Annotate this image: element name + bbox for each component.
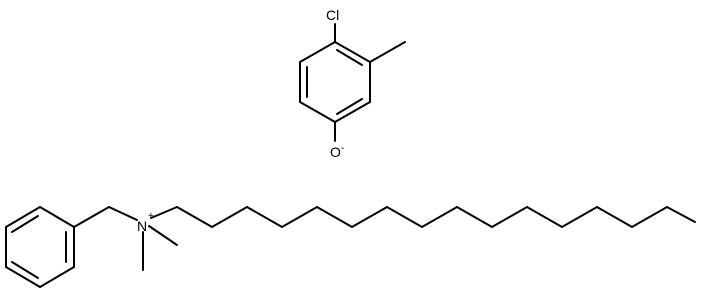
- hexadecyl-chain: [176, 205, 696, 229]
- n-chain-bond: [150, 206, 178, 219]
- oxygen-charge: -: [341, 143, 344, 154]
- benzyl-double-bond-top: [11, 215, 39, 233]
- ring-double-bond-bottom: [336, 98, 363, 115]
- phenolate-ring: [299, 41, 371, 123]
- ring-bond-6: [299, 41, 336, 63]
- oxygen-label: O: [330, 144, 341, 160]
- ammonium-molecule: N +: [5, 205, 696, 288]
- ring-bond-4: [299, 101, 336, 123]
- ring-bond-1: [334, 41, 371, 63]
- chlorine-label: Cl: [326, 7, 339, 23]
- phenolate-molecule: Cl O -: [299, 7, 406, 160]
- nitrogen-charge: +: [148, 211, 154, 222]
- benzyl-ring-bond-4: [5, 266, 41, 288]
- benzyl-ch2-bond-1: [73, 206, 110, 228]
- benzyl-ch2-bond-2: [108, 206, 138, 221]
- benzyl-ring-bond-1: [39, 206, 75, 228]
- benzyl-ring: [5, 206, 75, 288]
- benzyl-ring-bond-3: [39, 266, 75, 288]
- n-methyl-bond-1: [148, 225, 178, 246]
- methyl-bond: [369, 41, 406, 63]
- ring-double-bond-top: [336, 49, 363, 66]
- ring-bond-3: [334, 101, 371, 123]
- nitrogen-label: N: [137, 218, 147, 234]
- benzyl-ring-bond-6: [5, 206, 41, 228]
- benzyl-double-bond-bottom: [11, 261, 39, 279]
